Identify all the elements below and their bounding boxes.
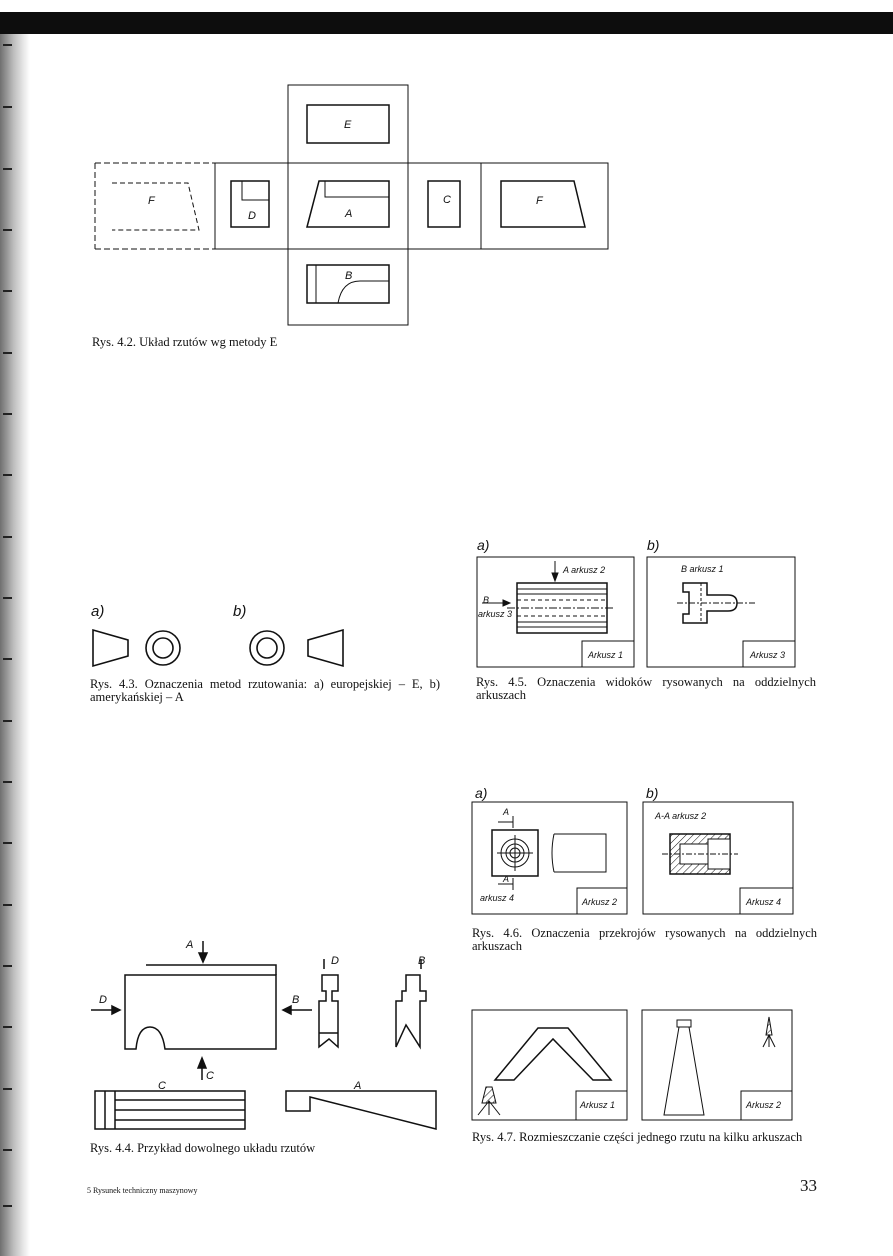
arrow-label-b: B bbox=[483, 595, 489, 605]
section-mark-a-top: A bbox=[502, 807, 509, 817]
margin-tick bbox=[3, 1026, 12, 1028]
margin-tick bbox=[3, 658, 12, 660]
margin-tick bbox=[3, 474, 12, 476]
view-label-a: A bbox=[344, 208, 352, 220]
margin-tick bbox=[3, 1149, 12, 1151]
caption-figure-4-5: Rys. 4.5. Oznaczenia widoków rysowanych … bbox=[476, 675, 816, 702]
caption-figure-4-7: Rys. 4.7. Rozmieszczanie części jednego … bbox=[472, 1130, 803, 1144]
view-label-d: D bbox=[331, 955, 339, 967]
margin-tick bbox=[3, 1088, 12, 1090]
title-block-sheet-1: Arkusz 1 bbox=[587, 650, 623, 660]
figure-4-2-projection-layout: E F D A C F B bbox=[94, 84, 609, 326]
figure-4-7-split-view: Arkusz 1 Arkusz 2 bbox=[471, 1009, 793, 1121]
title-block-sheet-3: Arkusz 3 bbox=[749, 650, 785, 660]
label-b: b) bbox=[233, 603, 246, 620]
arrow-label-b: B bbox=[292, 994, 299, 1006]
caption-figure-4-4: Rys. 4.4. Przykład dowolnego układu rzut… bbox=[90, 1141, 316, 1155]
figure-4-6-sections-on-sheets: a) b) A A arkusz 4 Arkusz 2 A-A arkusz 2… bbox=[471, 785, 794, 915]
margin-tick bbox=[3, 168, 12, 170]
margin-tick bbox=[3, 597, 12, 599]
margin-tick bbox=[3, 1205, 12, 1207]
margin-tick bbox=[3, 965, 12, 967]
margin-tick bbox=[3, 413, 12, 415]
arrow-label-sheet-3: arkusz 3 bbox=[478, 609, 512, 619]
caption-figure-4-3: Rys. 4.3. Oznaczenia metod rzutowania: a… bbox=[90, 677, 440, 704]
label-a: a) bbox=[477, 537, 489, 553]
label-a: a) bbox=[475, 785, 487, 801]
margin-tick bbox=[3, 781, 12, 783]
title-block-sheet-4: Arkusz 4 bbox=[745, 897, 781, 907]
margin-tick bbox=[3, 106, 12, 108]
view-label-c: C bbox=[443, 194, 451, 206]
section-mark-a-bottom: A bbox=[502, 874, 509, 884]
margin-tick bbox=[3, 842, 12, 844]
figure-4-4-arbitrary-layout: A D B C D B C A bbox=[91, 939, 437, 1130]
arrow-label-d: D bbox=[99, 994, 107, 1006]
view-label-b: B bbox=[345, 270, 352, 282]
view-label-d: D bbox=[248, 210, 256, 222]
view-label-f-left: F bbox=[148, 195, 156, 207]
margin-tick bbox=[3, 536, 12, 538]
view-label-b: B bbox=[418, 955, 425, 967]
label-b: b) bbox=[646, 785, 658, 801]
margin-tick bbox=[3, 352, 12, 354]
section-label-a-a: A-A arkusz 2 bbox=[654, 811, 706, 821]
margin-tick bbox=[3, 904, 12, 906]
view-label-b-sheet-1: B arkusz 1 bbox=[681, 564, 724, 574]
arrow-label-a-sheet-2: A arkusz 2 bbox=[562, 565, 605, 575]
arrow-label-a: A bbox=[185, 939, 193, 951]
view-label-e: E bbox=[344, 119, 352, 131]
margin-tick bbox=[3, 290, 12, 292]
view-label-f-right: F bbox=[536, 195, 544, 207]
title-block-sheet-2: Arkusz 2 bbox=[745, 1100, 781, 1110]
margin-tick bbox=[3, 229, 12, 231]
label-a: a) bbox=[91, 603, 104, 620]
view-label-c: C bbox=[158, 1080, 166, 1092]
scan-top-bar bbox=[0, 12, 893, 34]
figure-4-5-views-on-sheets: a) b) A arkusz 2 B arkusz 3 Arkusz 1 B a… bbox=[476, 537, 796, 668]
figure-4-3-projection-symbols: a) b) bbox=[91, 603, 344, 668]
footer-note: 5 Rysunek techniczny maszynowy bbox=[87, 1186, 198, 1195]
scan-binding-edge bbox=[0, 34, 30, 1256]
arkusz-4-label: arkusz 4 bbox=[480, 893, 514, 903]
title-block-sheet-2: Arkusz 2 bbox=[581, 897, 617, 907]
title-block-sheet-1: Arkusz 1 bbox=[579, 1100, 615, 1110]
view-label-a: A bbox=[353, 1080, 361, 1092]
page-number: 33 bbox=[800, 1176, 817, 1195]
arrow-label-c: C bbox=[206, 1070, 214, 1082]
label-b: b) bbox=[647, 537, 659, 553]
caption-figure-4-6: Rys. 4.6. Oznaczenia przekrojów rysowany… bbox=[472, 926, 817, 953]
margin-tick bbox=[3, 44, 12, 46]
caption-figure-4-2: Rys. 4.2. Układ rzutów wg metody E bbox=[92, 335, 278, 349]
margin-tick bbox=[3, 720, 12, 722]
